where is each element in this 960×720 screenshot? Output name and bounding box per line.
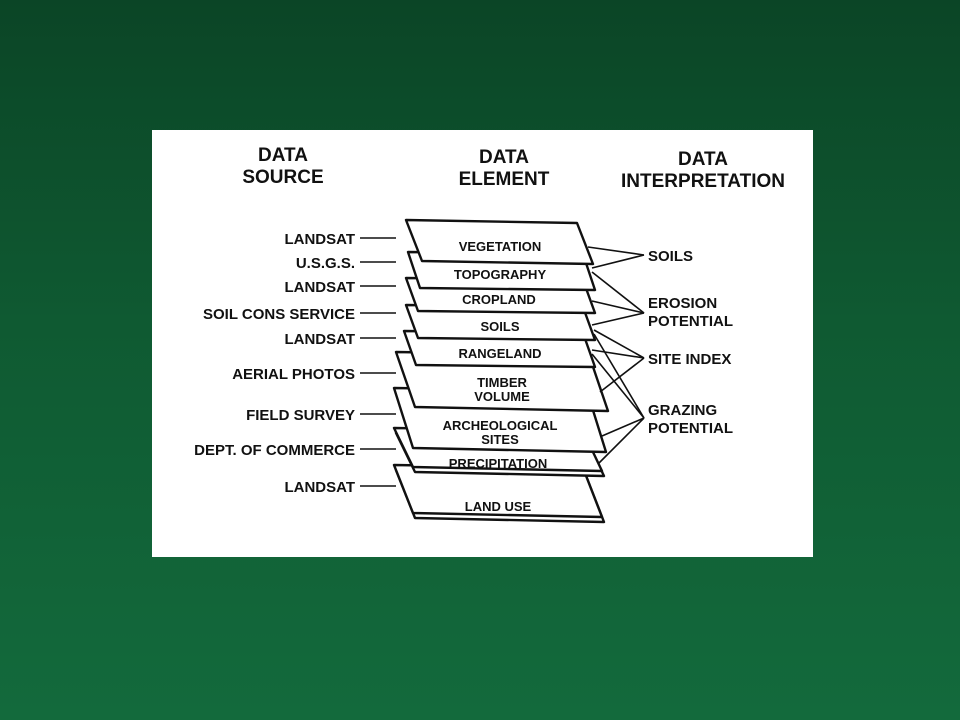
header-data-element: DATA ELEMENT (459, 147, 550, 190)
svg-text:LANDSAT: LANDSAT (284, 279, 355, 296)
svg-text:TIMBER: TIMBER (477, 375, 527, 390)
svg-text:ELEMENT: ELEMENT (459, 169, 550, 190)
data-element-layers: LAND USE PRECIPITATION ARCHEOLOGICAL SIT… (392, 218, 610, 524)
svg-text:SITE INDEX: SITE INDEX (648, 351, 731, 368)
source-item: LANDSAT (284, 279, 396, 296)
svg-text:LANDSAT: LANDSAT (284, 331, 355, 348)
source-item: SOIL CONS SERVICE (203, 306, 396, 323)
svg-text:DATA: DATA (479, 147, 529, 168)
svg-text:SOILS: SOILS (480, 319, 519, 334)
svg-text:INTERPRETATION: INTERPRETATION (621, 171, 785, 192)
layer-vegetation: VEGETATION (404, 218, 595, 266)
svg-text:SITES: SITES (481, 432, 519, 447)
interpretation-site-index: SITE INDEX (648, 351, 731, 368)
source-item: AERIAL PHOTOS (232, 366, 396, 383)
header-data-source: DATA SOURCE (242, 145, 323, 188)
gis-layers-figure: DATA SOURCE DATA ELEMENT DATA INTERPRETA… (152, 130, 813, 557)
source-item: LANDSAT (284, 231, 396, 248)
svg-text:ARCHEOLOGICAL: ARCHEOLOGICAL (443, 418, 558, 433)
header-data-interpretation: DATA INTERPRETATION (621, 149, 785, 192)
svg-text:DATA: DATA (258, 145, 308, 166)
source-item: DEPT. OF COMMERCE (194, 442, 396, 459)
svg-text:TOPOGRAPHY: TOPOGRAPHY (454, 267, 547, 282)
svg-text:SOILS: SOILS (648, 248, 693, 265)
svg-text:POTENTIAL: POTENTIAL (648, 420, 733, 437)
interpretation-connectors (587, 246, 645, 465)
svg-text:SOIL CONS SERVICE: SOIL CONS SERVICE (203, 306, 355, 323)
svg-text:GRAZING: GRAZING (648, 402, 717, 419)
svg-text:RANGELAND: RANGELAND (458, 346, 541, 361)
svg-text:AERIAL PHOTOS: AERIAL PHOTOS (232, 366, 355, 383)
source-item: LANDSAT (284, 331, 396, 348)
svg-text:LANDSAT: LANDSAT (284, 479, 355, 496)
svg-text:VEGETATION: VEGETATION (459, 239, 542, 254)
svg-text:U.S.G.S.: U.S.G.S. (296, 255, 355, 272)
svg-text:LAND USE: LAND USE (465, 499, 532, 514)
data-interpretations: SOILS EROSION POTENTIAL SITE INDEX GRAZI… (648, 248, 733, 437)
svg-text:PRECIPITATION: PRECIPITATION (449, 456, 547, 471)
interpretation-soils: SOILS (648, 248, 693, 265)
source-item: LANDSAT (284, 479, 396, 496)
svg-text:DEPT. OF COMMERCE: DEPT. OF COMMERCE (194, 442, 355, 459)
svg-text:LANDSAT: LANDSAT (284, 231, 355, 248)
interpretation-erosion-potential: EROSION POTENTIAL (648, 295, 733, 330)
svg-text:CROPLAND: CROPLAND (462, 292, 536, 307)
svg-text:EROSION: EROSION (648, 295, 717, 312)
source-item: U.S.G.S. (296, 255, 396, 272)
gis-layers-diagram: DATA SOURCE DATA ELEMENT DATA INTERPRETA… (194, 145, 785, 524)
svg-text:FIELD SURVEY: FIELD SURVEY (246, 407, 355, 424)
svg-text:DATA: DATA (678, 149, 728, 170)
data-sources: LANDSAT U.S.G.S. LANDSAT SOIL CONS SERVI… (194, 231, 396, 496)
svg-text:SOURCE: SOURCE (242, 167, 323, 188)
svg-text:POTENTIAL: POTENTIAL (648, 313, 733, 330)
svg-text:VOLUME: VOLUME (474, 389, 530, 404)
interpretation-grazing-potential: GRAZING POTENTIAL (648, 402, 733, 437)
source-item: FIELD SURVEY (246, 407, 396, 424)
